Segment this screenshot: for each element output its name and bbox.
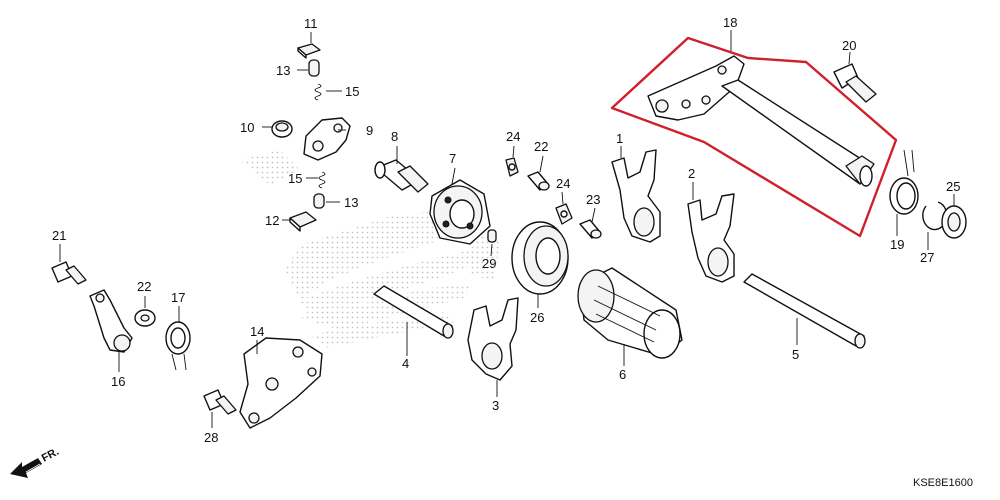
part-1-shift-fork: [611, 146, 661, 243]
callout-7: 7: [449, 151, 456, 166]
callout-10: 10: [240, 120, 254, 135]
part-21-bolt: [51, 244, 87, 285]
callout-14: 14: [250, 324, 264, 339]
callout-29: 29: [482, 256, 496, 271]
callout-20: 20: [842, 38, 856, 53]
part-25-washer: [941, 194, 967, 239]
part-24-stopper-lower: [555, 191, 573, 225]
part-20-bolt: [833, 51, 877, 103]
callout-22-upper: 22: [534, 139, 548, 154]
callout-5: 5: [792, 347, 799, 362]
callout-26: 26: [530, 310, 544, 325]
direction-label: FR.: [40, 446, 61, 465]
part-9-arm-plate: [303, 117, 351, 161]
callout-11: 11: [304, 16, 318, 31]
document-code: KSE8E1600: [913, 477, 973, 489]
callout-2: 2: [688, 166, 695, 181]
callout-15-upper: 15: [345, 84, 359, 99]
callout-4: 4: [402, 356, 409, 371]
part-12-block: [282, 211, 317, 232]
part-22-bolt-lower: [579, 207, 602, 239]
callout-24-lower: 24: [556, 176, 570, 191]
part-24-stopper-upper: [505, 145, 519, 177]
callout-23: 22: [137, 279, 151, 294]
callout-15-lower: 15: [288, 171, 302, 186]
part-7-drum-cam: [429, 167, 491, 245]
callout-13-upper: 13: [276, 63, 290, 78]
part-18-gearshift-spindle: [647, 30, 875, 187]
part-3-shift-fork: [467, 297, 519, 397]
callout-24-upper: 24: [506, 129, 520, 144]
highlight-frame: [610, 36, 898, 238]
part-2-shift-fork: [687, 182, 735, 283]
part-15-spring-lower: [306, 171, 326, 189]
part-11-cap: [297, 32, 321, 59]
callout-18: 18: [723, 15, 737, 30]
front-direction-arrow: FR.: [10, 446, 61, 478]
callout-12: 12: [265, 213, 279, 228]
part-27-bolt: [203, 389, 237, 428]
callout-8: 8: [391, 129, 398, 144]
part-23-washer: [134, 296, 156, 327]
callout-16: 16: [111, 374, 125, 389]
callout-6: 6: [619, 367, 626, 382]
part-19-return-spring: [889, 149, 919, 236]
callout-1: 1: [616, 131, 623, 146]
part-10-stopper: [262, 120, 293, 138]
callout-22-lower: 23: [586, 192, 600, 207]
part-16-link-arm: [89, 289, 133, 372]
part-29-dowel: [487, 229, 497, 257]
part-14-plate: [239, 337, 323, 429]
part-22-bolt-upper: [527, 155, 550, 191]
callout-19: 19: [890, 237, 904, 252]
part-15-spring-upper: [314, 83, 342, 101]
callout-labels: 11 13 15 10 9 8 7 24 22 24 23 15 13 12 2…: [52, 15, 960, 445]
callout-28: 27: [920, 250, 934, 265]
callout-13-lower: 13: [344, 195, 358, 210]
part-4-fork-shaft: [373, 285, 454, 356]
callout-9: 9: [366, 123, 373, 138]
callout-21: 21: [52, 228, 66, 243]
part-5-fork-shaft: [743, 273, 866, 349]
part-28-circlip: [922, 201, 948, 250]
part-13-pin-upper: [297, 59, 320, 77]
part-6-shift-drum: [577, 267, 683, 366]
part-26-bearing: [511, 221, 569, 308]
part-8-bolt: [374, 146, 429, 193]
brand-watermark: [240, 150, 500, 348]
callout-27: 28: [204, 430, 218, 445]
part-17-spring: [165, 306, 191, 371]
part-13-pin-lower: [313, 193, 340, 209]
callout-3: 3: [492, 398, 499, 413]
callout-17: 17: [171, 290, 185, 305]
callout-25: 25: [946, 179, 960, 194]
